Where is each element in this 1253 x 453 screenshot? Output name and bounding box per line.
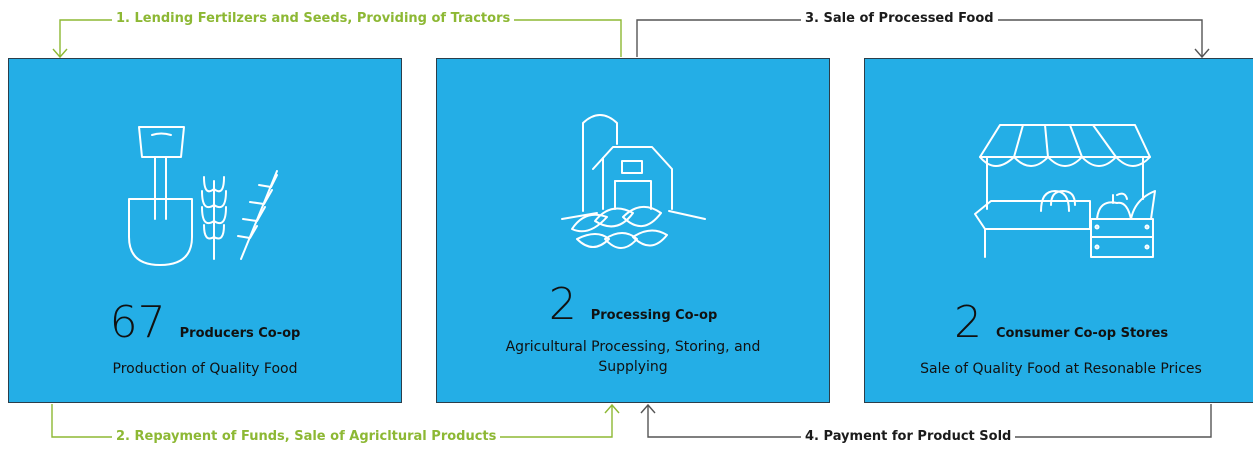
flow-1-label: 1. Lending Fertilzers and Seeds, Providi… xyxy=(112,11,515,26)
flow-2-arrowhead xyxy=(604,403,620,414)
producers-count: 67 xyxy=(109,297,166,348)
flow-3-label: 3. Sale of Processed Food xyxy=(801,11,998,26)
processing-count: 2 xyxy=(548,279,577,330)
flow-1-arrowhead xyxy=(52,48,68,59)
processing-subtitle: Agricultural Processing, Storing, and Su… xyxy=(505,339,761,375)
processing-title: Processing Co-op xyxy=(590,308,718,323)
flow-3-arrowhead xyxy=(1194,48,1210,59)
consumer-count: 2 xyxy=(953,297,982,348)
producers-subtitle: Production of Quality Food xyxy=(112,361,298,377)
flow-4-arrowhead xyxy=(640,403,656,414)
barn-silo-icon xyxy=(561,114,706,249)
flow-2-label: 2. Repayment of Funds, Sale of Agricltur… xyxy=(112,429,501,444)
producers-title: Producers Co-op xyxy=(179,326,301,341)
flow-4-label: 4. Payment for Product Sold xyxy=(801,429,1016,444)
producers-coop-box: 67 Producers Co-op Production of Quality… xyxy=(8,58,402,403)
consumer-coop-box: 2 Consumer Co-op Stores Sale of Quality … xyxy=(864,58,1253,403)
shovel-wheat-icon xyxy=(128,126,278,266)
processing-coop-box: 2 Processing Co-op Agricultural Processi… xyxy=(436,58,830,403)
market-stall-icon xyxy=(974,124,1156,258)
consumer-subtitle: Sale of Quality Food at Resonable Prices xyxy=(920,361,1202,377)
consumer-title: Consumer Co-op Stores xyxy=(995,326,1169,341)
